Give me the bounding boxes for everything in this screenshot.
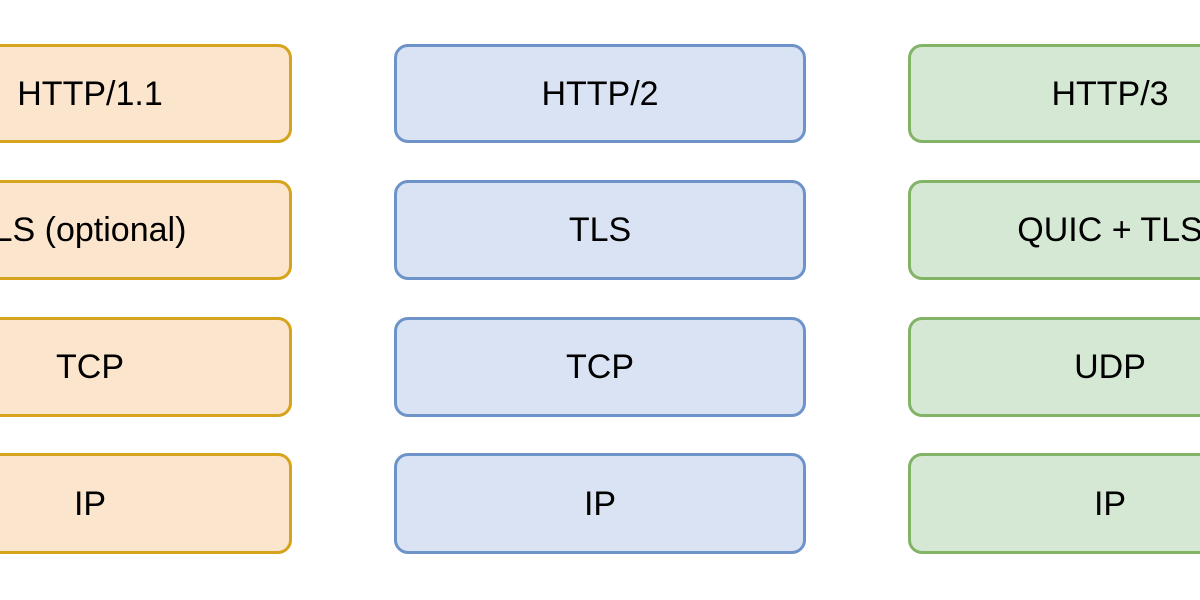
layer-box-http3-security[interactable]: QUIC + TLS [908,180,1200,280]
layer-box-http11-network[interactable]: IP [0,453,292,554]
layer-label: IP [73,484,107,523]
layer-label: IP [583,484,617,523]
layer-box-http2-application[interactable]: HTTP/2 [394,44,806,143]
layer-box-http2-network[interactable]: IP [394,453,806,554]
layer-label: TCP [56,348,124,386]
layer-label: HTTP/3 [1051,74,1169,113]
layer-label: HTTP/2 [541,74,659,113]
stack-column-http3: HTTP/3 QUIC + TLS UDP IP [908,0,1200,600]
layer-label: LS (optional) [0,211,187,249]
layer-label: IP [1093,484,1127,523]
stack-column-http11: HTTP/1.1 LS (optional) TCP IP [0,0,292,600]
layer-label: TLS [568,211,632,249]
layer-box-http3-network[interactable]: IP [908,453,1200,554]
layer-box-http2-security[interactable]: TLS [394,180,806,280]
layer-box-http2-transport[interactable]: TCP [394,317,806,417]
layer-box-http11-application[interactable]: HTTP/1.1 [0,44,292,143]
layer-box-http3-application[interactable]: HTTP/3 [908,44,1200,143]
layer-label: UDP [1074,348,1146,386]
layer-label: QUIC + TLS [1017,211,1200,249]
layer-label: HTTP/1.1 [17,74,163,113]
layer-box-http3-transport[interactable]: UDP [908,317,1200,417]
layer-label: TCP [566,348,634,386]
layer-box-http11-transport[interactable]: TCP [0,317,292,417]
layer-box-http11-security[interactable]: LS (optional) [0,180,292,280]
stack-column-http2: HTTP/2 TLS TCP IP [394,0,806,600]
